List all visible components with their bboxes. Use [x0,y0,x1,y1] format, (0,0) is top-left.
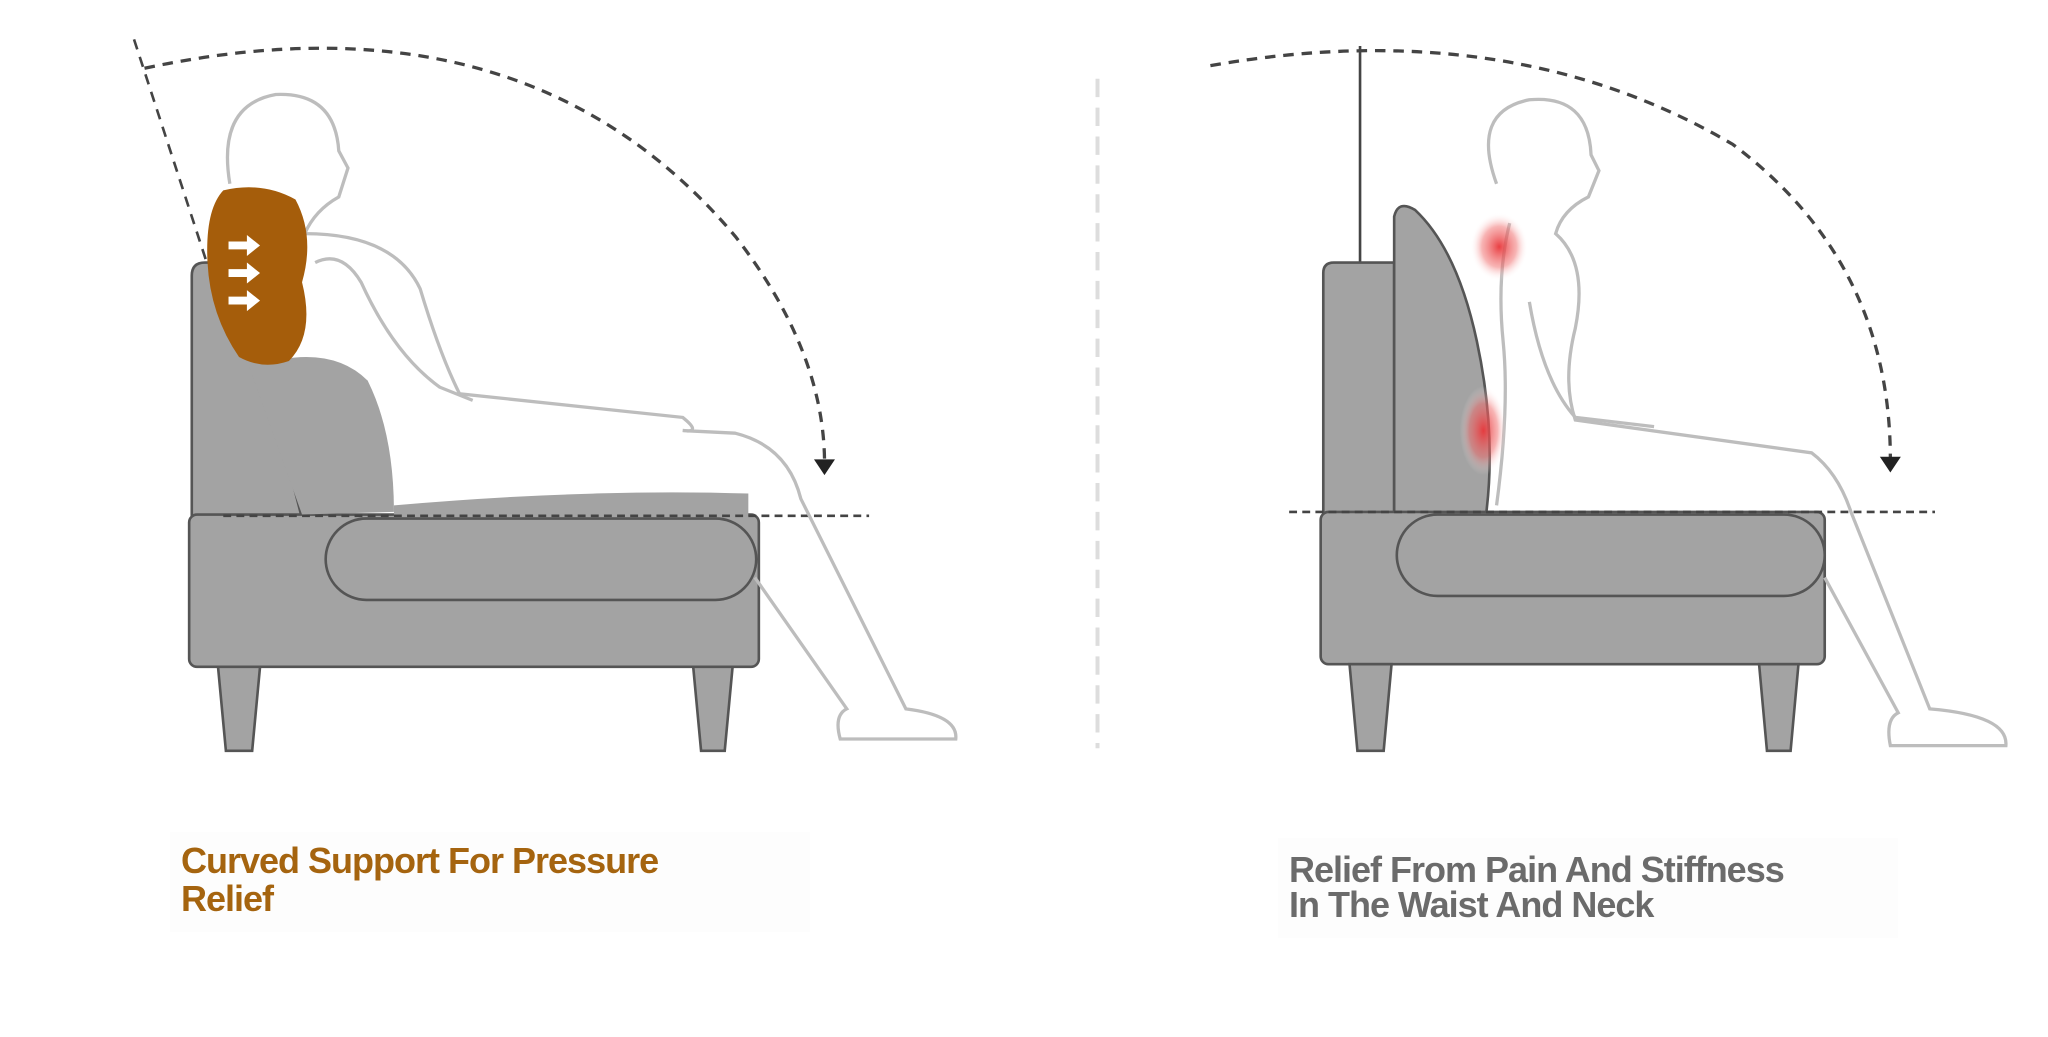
sofa-leg [691,665,735,753]
right-caption: Relief From Pain And Stiffness In The Wa… [1289,849,1785,925]
sofa-leg [216,665,262,753]
neck-pain-spot [1470,212,1529,281]
sofa-back [1321,261,1396,516]
arc-arrowhead [1879,456,1901,473]
caption-line: Curved Support For Pressure [181,840,659,881]
left-sofa-diagram [132,38,958,753]
right-caption-box [1278,838,1898,938]
left-caption: Curved Support For Pressure Relief [181,840,659,919]
caption-line: In The Waist And Neck [1289,884,1654,925]
sofa-seat-cushion [1395,513,1827,598]
back-cushion [249,357,394,515]
caption-line: Relief [181,878,274,919]
pressure-arrows-icon [228,234,261,312]
caption-line: Relief From Pain And Stiffness [1289,849,1785,890]
right-sofa-diagram [1210,45,2008,753]
sofa-leg [1757,662,1800,753]
seated-person [225,92,958,741]
sofa-leg [1348,662,1393,753]
seat-pad [393,492,749,518]
neck-support-cushion [207,187,308,365]
back-angle-line [132,38,291,515]
waist-pain-spot [1459,385,1508,476]
sofa-seat-cushion [324,517,758,602]
recline-arc [1210,48,1892,460]
arc-arrowhead [813,459,835,476]
left-caption-box [170,832,810,932]
recline-arc [144,46,827,470]
